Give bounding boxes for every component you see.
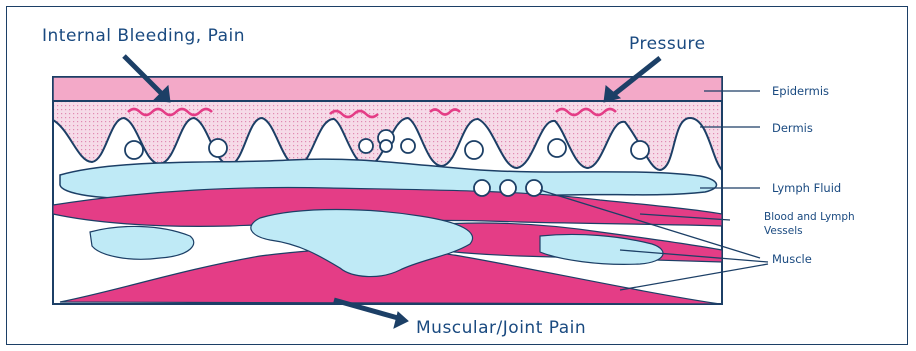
dermis-label: Dermis (772, 121, 813, 135)
epidermis-label: Epidermis (772, 84, 829, 98)
muscle-label: Muscle (772, 252, 812, 266)
blood-lymph-vessels (474, 180, 542, 196)
lymph-fluid-label: Lymph Fluid (772, 181, 841, 195)
blood-lymph-vessels-label: Blood and Lymph Vessels (764, 210, 855, 238)
blood-lymph-line1: Blood and Lymph (764, 210, 855, 224)
internal-bleeding-label: Internal Bleeding, Pain (42, 26, 245, 46)
pressure-label: Pressure (629, 34, 706, 54)
blood-lymph-line2: Vessels (764, 224, 855, 238)
muscular-joint-pain-label: Muscular/Joint Pain (416, 318, 586, 338)
